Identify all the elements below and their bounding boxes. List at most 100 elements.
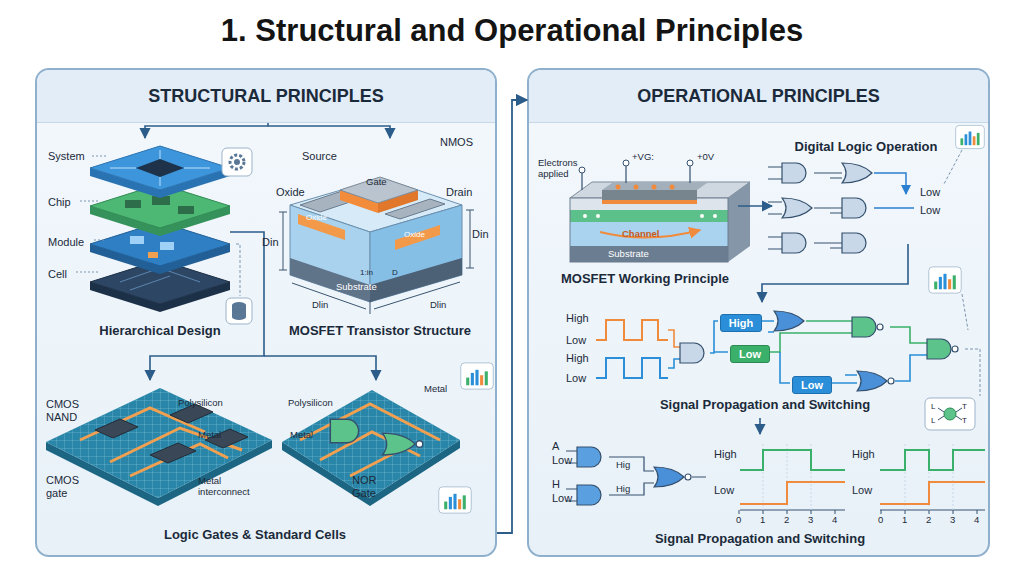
part-label: Oxide (306, 213, 327, 222)
caption-text: Signal Propagation and Switching (655, 532, 865, 547)
part-label: Dlin (430, 300, 446, 311)
mosfet-cross-section (579, 167, 585, 173)
part-label: Low (552, 454, 572, 467)
logic-gate-grid (782, 233, 806, 253)
standard-cell-boards (330, 419, 358, 443)
part-label: Chip (48, 196, 71, 209)
logic-gate-grid (842, 233, 866, 253)
panel-heading: STRUCTURAL PRINCIPLES (37, 70, 495, 123)
part-label: Substrate (336, 282, 377, 293)
part-label: High (566, 312, 589, 325)
part-label: 0 (736, 515, 741, 526)
mosfet-cross-section (602, 200, 697, 204)
flow-arrow (497, 100, 527, 533)
part-label: Low (714, 484, 734, 497)
icons (226, 298, 252, 324)
part-label: 1 (760, 515, 765, 526)
part-label: 1:in (360, 268, 373, 277)
mosfet-cross-section (634, 185, 639, 190)
part-label: Cell (48, 268, 67, 281)
mosfet-cross-section (670, 185, 675, 190)
mosfet-cross-section (570, 210, 728, 222)
part-label: Metal interconnect (198, 476, 268, 498)
part-label: Din (262, 236, 279, 249)
part-label: CMOS NAND (46, 398, 88, 423)
part-label: NMOS (440, 136, 473, 149)
icons (232, 314, 246, 320)
part-label: Module (48, 236, 84, 249)
logic-gate-grid (842, 198, 866, 218)
signal-text: Low (801, 379, 823, 391)
part-label: Polysilicon (288, 398, 333, 409)
part-label: L (931, 402, 935, 411)
signal-network (759, 418, 761, 434)
section-panel: STRUCTURAL PRINCIPLES (35, 68, 497, 557)
part-label: 1 (902, 515, 907, 526)
part-label: Gate (366, 177, 387, 188)
part-label: Hig (616, 460, 630, 471)
signal-box: Low (792, 376, 832, 394)
part-label: Low (552, 492, 572, 505)
caption-text: Hierarchical Design (99, 324, 220, 339)
icons (230, 155, 244, 169)
part-label: +VG: (632, 152, 654, 163)
part-label: D (392, 268, 398, 277)
hierarchy-stack (136, 159, 184, 177)
mosfet-cross-section (700, 214, 704, 218)
part-label: Substrate (608, 249, 649, 260)
part-label: Low (920, 186, 940, 199)
part-label: High (852, 448, 875, 461)
part-label: H (552, 478, 560, 491)
signal-network (944, 408, 956, 420)
part-label: Low (566, 334, 586, 347)
part-label: Metal (198, 430, 221, 441)
hierarchy-stack (148, 252, 158, 258)
part-label: Low (920, 204, 940, 217)
part-label: CMOS gate (46, 474, 86, 499)
mosfet-cross-section (616, 185, 621, 190)
hierarchy-stack (160, 242, 174, 250)
part-label: Din (472, 228, 489, 241)
part-label: Hig (616, 484, 630, 495)
standard-cell-boards (382, 433, 422, 455)
part-label: +0V (697, 152, 714, 163)
hierarchy-stack (178, 206, 194, 214)
part-label: Electrons applied (538, 158, 582, 180)
caption-text: MOSFET Transistor Structure (289, 324, 471, 339)
timing-section (577, 485, 601, 505)
part-label: 3 (808, 515, 813, 526)
part-label: Source (302, 150, 337, 163)
part-label: Dlin (312, 300, 328, 311)
logic-gate-grid (782, 163, 806, 183)
mosfet-cross-section (602, 190, 697, 200)
part-label: Low (566, 372, 586, 385)
signal-network (806, 320, 852, 322)
mosfet-cross-section (713, 214, 717, 218)
mosfet-cross-section (583, 214, 587, 218)
part-label: A (552, 440, 559, 453)
part-label: 4 (832, 515, 837, 526)
icons (461, 363, 493, 389)
timing-section (577, 447, 601, 467)
mosfet-cross-section (602, 183, 707, 190)
hierarchy-stack (125, 200, 141, 208)
standard-cell-boards (150, 443, 196, 463)
part-label: High (714, 448, 737, 461)
part-label: 3 (950, 515, 955, 526)
icons (929, 267, 961, 293)
caption-text: Digital Logic Operation (794, 140, 937, 155)
caption-text: Logic Gates & Standard Cells (164, 528, 346, 543)
mosfet-cross-section (570, 222, 728, 246)
part-label: Low (852, 484, 872, 497)
part-label: Polysilicon (178, 398, 223, 409)
caption-text: MOSFET Working Principle (561, 272, 729, 287)
icons (956, 125, 985, 148)
mosfet-cross-section (623, 160, 629, 166)
signal-network (680, 343, 704, 363)
page-title: 1. Structural and Operational Principles (0, 13, 1024, 49)
part-label: T (962, 416, 967, 425)
part-label: 4 (974, 515, 979, 526)
mosfet-cross-section (738, 205, 772, 207)
icons (234, 159, 240, 165)
